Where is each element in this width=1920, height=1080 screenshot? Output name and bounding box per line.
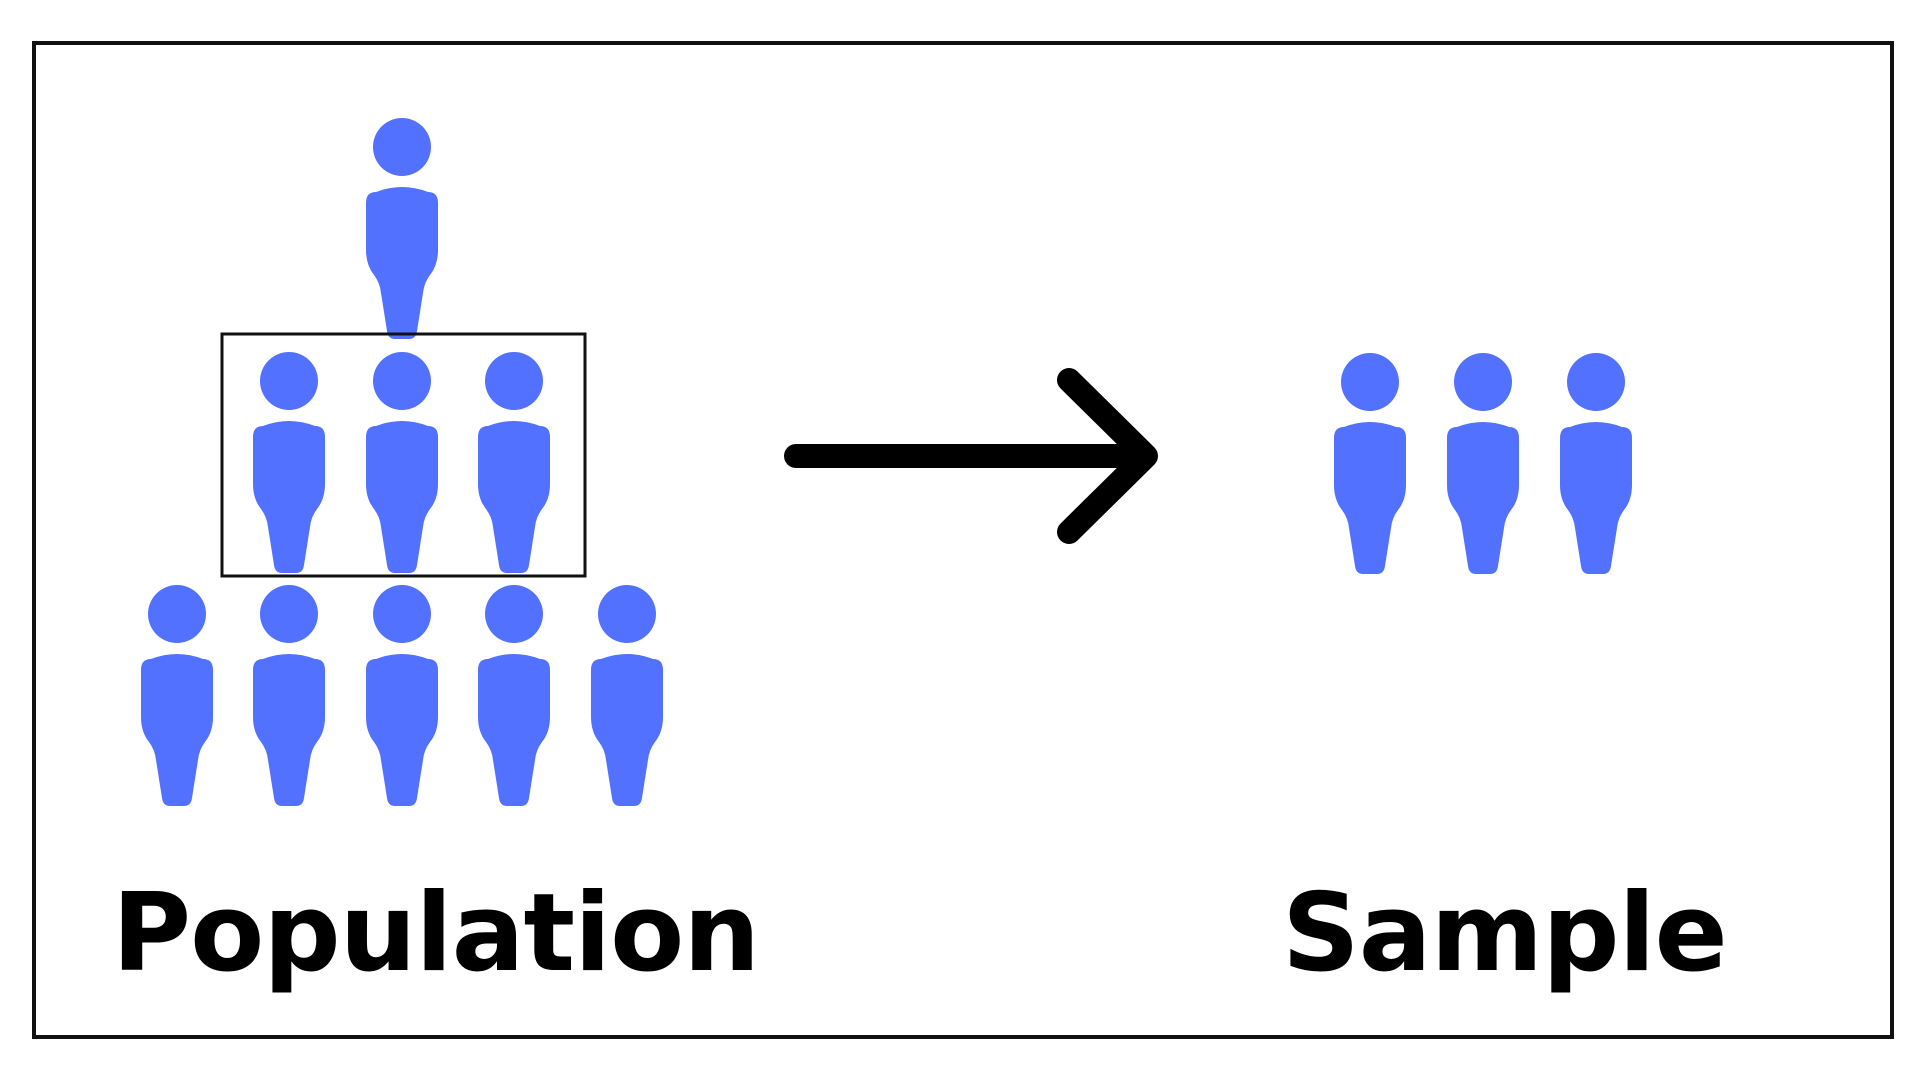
person-icon — [141, 585, 213, 806]
sample-group — [1334, 353, 1632, 574]
person-icon — [1447, 353, 1519, 574]
person-icon — [478, 352, 550, 573]
person-icon — [366, 585, 438, 806]
person-icon — [1334, 353, 1406, 574]
population-label: Population — [112, 871, 760, 996]
person-icon — [366, 352, 438, 573]
person-icon — [591, 585, 663, 806]
person-icon — [366, 118, 438, 339]
person-icon — [1560, 353, 1632, 574]
selection-box — [220, 332, 587, 578]
arrow-right-icon — [784, 368, 1158, 544]
person-icon — [253, 352, 325, 573]
person-icon — [253, 585, 325, 806]
person-icon — [478, 585, 550, 806]
diagram-frame — [32, 41, 1894, 1039]
sample-label: Sample — [1282, 871, 1728, 996]
